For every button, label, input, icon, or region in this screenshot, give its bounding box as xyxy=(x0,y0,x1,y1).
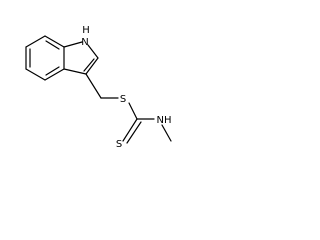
benzene-ring xyxy=(25,35,65,81)
bond xyxy=(63,41,83,48)
bond xyxy=(122,118,138,142)
thioether-s-label: S xyxy=(120,94,126,105)
bond xyxy=(44,68,65,81)
bond xyxy=(128,102,138,120)
thiocarbonyl-s-label: S xyxy=(116,139,122,150)
bond xyxy=(25,35,46,48)
double-bond-inner xyxy=(83,58,95,72)
bond xyxy=(85,73,102,99)
bond xyxy=(161,124,172,142)
bond xyxy=(25,68,46,81)
chemical-structure: H N S S NH xyxy=(25,25,172,150)
pyrrole-ring xyxy=(63,41,99,75)
indole-nh-h-label: H xyxy=(82,25,90,36)
double-bond-inner xyxy=(45,40,60,50)
bond xyxy=(87,44,99,59)
bond xyxy=(63,68,87,75)
bond xyxy=(85,57,99,75)
side-chain xyxy=(85,73,172,144)
indole-n-label: N xyxy=(81,37,88,48)
double-bond-inner xyxy=(126,121,142,144)
amide-nh-label: NH xyxy=(157,115,172,126)
bond xyxy=(44,35,65,48)
double-bond-inner xyxy=(45,66,60,76)
